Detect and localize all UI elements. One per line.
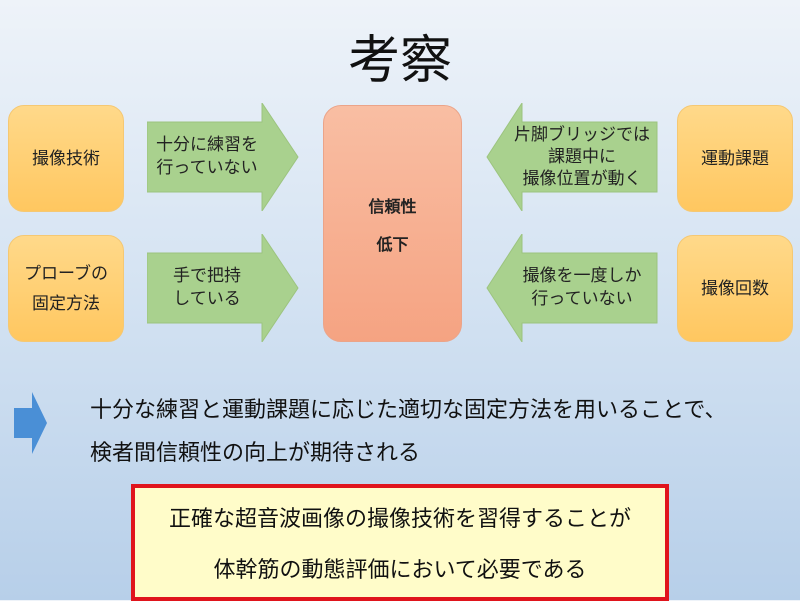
conclusion-line-1: 十分な練習と運動課題に応じた適切な固定方法を用いることで、 [90, 397, 727, 422]
right-arrow-insufficient-practice: 十分に練習を 行っていない [147, 103, 299, 211]
arrow-label: 手で把持 [173, 266, 241, 286]
key-message-box: 正確な超音波画像の撮像技術を習得することが 体幹筋の動態評価において必要である [131, 484, 669, 601]
center-label: 信頼性 [368, 198, 417, 216]
factor-box-probe-fixation: プローブの 固定方法 [8, 235, 124, 342]
factor-box-motor-task: 運動課題 [677, 105, 793, 212]
conclusion-line-2: 検者間信頼性の向上が期待される [90, 440, 421, 465]
box-label: 運動課題 [701, 148, 769, 168]
right-arrow-hand-held: 手で把持 している [147, 234, 299, 342]
arrow-label: 十分に練習を [156, 135, 258, 155]
arrow-right-shape [147, 103, 299, 211]
arrow-label: 撮像を一度しか [522, 266, 642, 286]
arrow-label: 撮像位置が動く [522, 169, 642, 189]
blue-arrow-icon [14, 392, 47, 454]
reliability-decrease-box: 信頼性 低下 [323, 105, 462, 342]
arrow-label: している [173, 289, 241, 308]
arrow-left-shape [486, 103, 658, 211]
arrow-label: 課題中に [548, 146, 616, 166]
arrow-label: 行っていない [156, 158, 258, 177]
slide-title: 考察 [347, 32, 452, 90]
arrow-label: 行っていない [531, 289, 633, 308]
box-label: 撮像技術 [32, 148, 100, 168]
box-label: 固定方法 [31, 293, 100, 313]
factor-box-capture-count: 撮像回数 [677, 235, 793, 342]
key-message-line-2: 体幹筋の動態評価において必要である [213, 556, 587, 582]
box-label: プローブの [24, 263, 108, 283]
center-label: 低下 [376, 236, 409, 254]
key-message-line-1: 正確な超音波画像の撮像技術を習得することが [168, 506, 631, 532]
left-arrow-single-capture: 撮像を一度しか 行っていない [486, 234, 658, 342]
factor-box-imaging-technique: 撮像技術 [8, 105, 124, 212]
left-arrow-position-moves: 片脚ブリッジでは 課題中に 撮像位置が動く [486, 103, 658, 211]
arrow-right-shape [147, 234, 299, 342]
arrow-label: 片脚ブリッジでは [514, 124, 650, 144]
box-label: 撮像回数 [701, 278, 769, 298]
arrow-left-shape [486, 234, 658, 342]
